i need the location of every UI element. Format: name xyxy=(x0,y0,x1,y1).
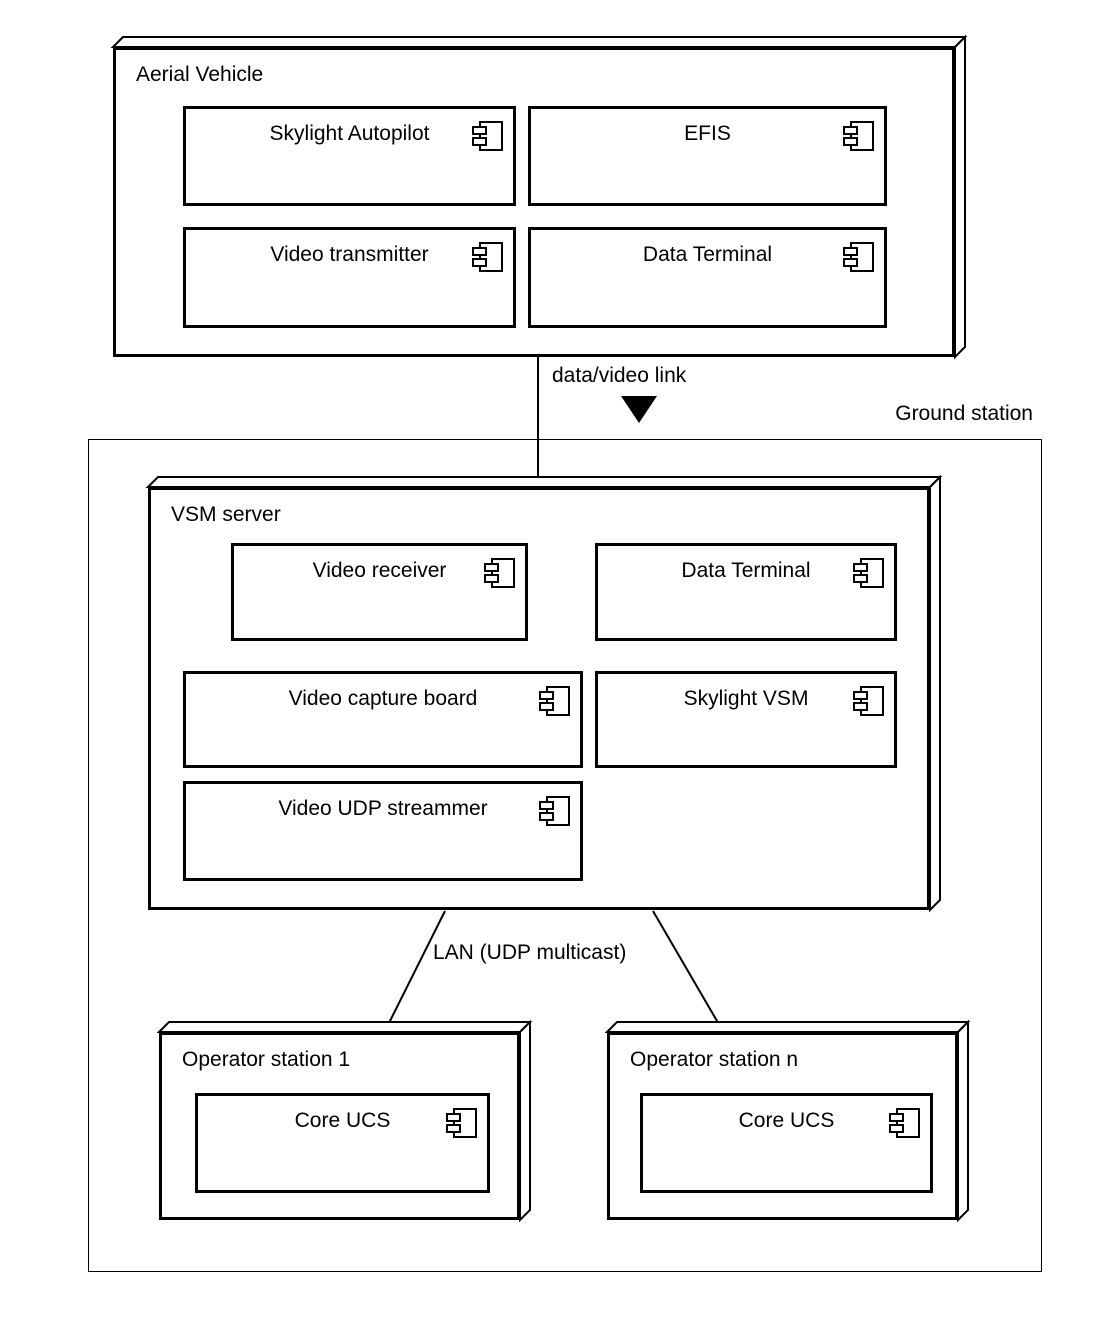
component-video-transmitter: Video transmitter xyxy=(183,227,516,328)
vsm-server-right-face xyxy=(929,474,941,913)
aerial-vehicle-top-face xyxy=(110,36,968,48)
component-video-receiver: Video receiver xyxy=(231,543,528,641)
uml-component-icon xyxy=(472,121,503,151)
node-aerial-vehicle: Aerial Vehicle Skylight Autopilot EFIS V… xyxy=(113,47,955,357)
component-data-terminal-aerial: Data Terminal xyxy=(528,227,887,328)
uml-component-icon xyxy=(889,1108,920,1138)
uml-component-icon xyxy=(539,796,570,826)
node-operator-station-1: Operator station 1 Core UCS xyxy=(159,1032,520,1220)
uml-component-icon xyxy=(843,242,874,272)
uml-component-icon xyxy=(539,686,570,716)
component-core-ucs-1: Core UCS xyxy=(195,1093,490,1193)
component-label: Core UCS xyxy=(294,1109,391,1132)
component-label: Video transmitter xyxy=(270,243,429,266)
node-title: Aerial Vehicle xyxy=(136,63,264,86)
node-title: VSM server xyxy=(171,503,281,526)
arrow-down-icon xyxy=(621,396,657,423)
uml-component-icon xyxy=(484,558,515,588)
ground-station-boundary xyxy=(88,439,1042,1272)
component-efis: EFIS xyxy=(528,106,887,206)
uml-component-icon xyxy=(472,242,503,272)
node-vsm-server: VSM server Video receiver Data Terminal … xyxy=(148,487,930,910)
component-video-capture-board: Video capture board xyxy=(183,671,583,768)
node-title: Operator station n xyxy=(630,1048,799,1071)
component-data-terminal-vsm: Data Terminal xyxy=(595,543,897,641)
component-label: EFIS xyxy=(684,122,731,145)
uml-component-icon xyxy=(446,1108,477,1138)
component-label: Data Terminal xyxy=(642,243,773,266)
component-label: Video UDP streammer xyxy=(278,797,488,820)
component-label: Core UCS xyxy=(738,1109,835,1132)
lan-line-left xyxy=(383,910,446,1034)
component-label: Skylight VSM xyxy=(683,687,809,710)
operator-station-1-right-face xyxy=(519,1019,531,1223)
lan-label: LAN (UDP multicast) xyxy=(433,941,627,964)
lan-line-right xyxy=(652,910,725,1034)
uml-component-icon xyxy=(843,121,874,151)
data-video-link-label: data/video link xyxy=(552,364,687,387)
operator-station-n-right-face xyxy=(957,1019,969,1223)
aerial-vehicle-right-face xyxy=(954,34,966,360)
component-label: Video capture board xyxy=(288,687,478,710)
component-label: Video receiver xyxy=(312,559,447,582)
component-skylight-vsm: Skylight VSM xyxy=(595,671,897,768)
uml-component-icon xyxy=(853,558,884,588)
component-label: Data Terminal xyxy=(681,559,811,582)
ground-station-label: Ground station xyxy=(895,402,1033,425)
component-core-ucs-n: Core UCS xyxy=(640,1093,933,1193)
uml-component-icon xyxy=(853,686,884,716)
node-operator-station-n: Operator station n Core UCS xyxy=(607,1032,958,1220)
component-video-udp-streammer: Video UDP streammer xyxy=(183,781,583,881)
component-label: Skylight Autopilot xyxy=(269,122,430,145)
node-title: Operator station 1 xyxy=(182,1048,351,1071)
component-skylight-autopilot: Skylight Autopilot xyxy=(183,106,516,206)
